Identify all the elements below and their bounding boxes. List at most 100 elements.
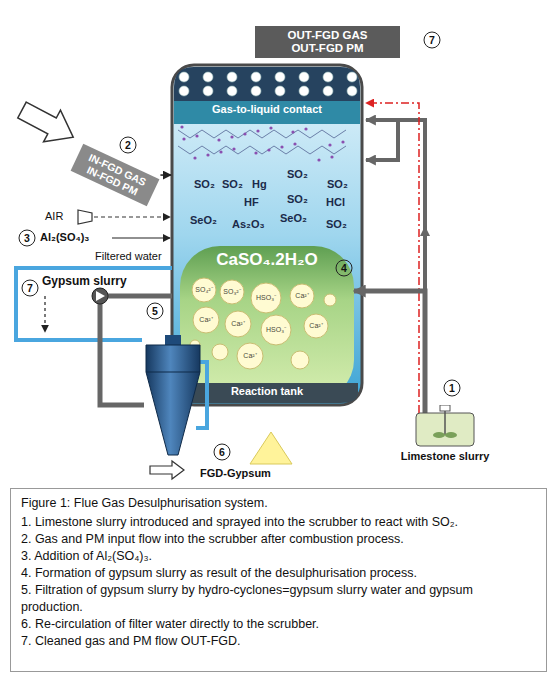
callout-number: 2 [120, 137, 137, 154]
mixer-blade [445, 432, 457, 438]
droplets [254, 151, 257, 154]
spray-nozzles [347, 72, 357, 82]
ion-bubbles [304, 314, 328, 338]
ion-label: HSO₃⁻ [266, 326, 286, 334]
reaction-liquid [176, 246, 358, 403]
text-label: Gypsum slurry [42, 275, 127, 289]
air-blower [78, 210, 92, 224]
spray-nozzles [299, 86, 309, 96]
droplets [180, 125, 344, 161]
hydrocyclone [146, 345, 200, 455]
mist-zone [178, 130, 346, 138]
droplets [182, 137, 185, 140]
droplets [219, 150, 222, 153]
ion-bubbles [324, 294, 336, 306]
slurry-pump [96, 291, 105, 301]
reaction-liquid [176, 383, 358, 403]
droplets [267, 148, 270, 151]
ion-label: Ca²⁺ [231, 320, 244, 328]
callout-number: 3 [19, 230, 36, 247]
flue-gas-inlet-arrow [14, 94, 82, 153]
node-text: OUT-FGD GAS OUT-FGD PM [280, 29, 375, 55]
droplets [217, 138, 220, 141]
ion-label: Ca²⁺ [199, 316, 212, 324]
chemical-label: HF [244, 196, 259, 209]
mist-zone [178, 146, 346, 154]
air-blower [94, 216, 170, 217]
figure-caption: Figure 1: Flue Gas Desulphurisation syst… [21, 495, 536, 512]
chemical-label: As₂O₃ [232, 218, 265, 231]
caption-item: 1. Limestone slurry introduced and spray… [21, 514, 536, 531]
text-label: Al₂(SO₄)₃ [40, 231, 89, 244]
ion-label: Ca²⁺ [295, 292, 308, 300]
caption-item: 4. Formation of gypsum slurry as result … [21, 565, 536, 582]
hydrocyclone [146, 372, 200, 373]
droplets [180, 125, 183, 128]
spray-nozzles [251, 72, 261, 82]
gypsum-output-arrow [150, 461, 184, 479]
outlet-duct: OUT-FGD GAS OUT-FGD PM [255, 26, 400, 58]
ion-bubbles [192, 278, 216, 302]
droplets [230, 135, 233, 138]
flue-gas-inlet: IN-FGD GAS IN-FGD PM [71, 144, 160, 207]
spray-nozzles [179, 86, 189, 96]
scrubber-vessel [174, 67, 360, 101]
limestone-tank: Limestone slurry [390, 405, 500, 463]
caption-box: Figure 1: Flue Gas Desulphurisation syst… [10, 488, 547, 672]
ion-bubbles [212, 344, 228, 360]
ion-label: Ca²⁺ [243, 352, 256, 360]
chemical-label: SO₂ [327, 178, 348, 191]
ion-bubbles [193, 307, 219, 333]
flow-connector [160, 174, 171, 176]
spray-nozzles [323, 86, 333, 96]
chemical-label: SO₂ [194, 178, 215, 191]
droplets [243, 132, 246, 135]
droplets [193, 156, 196, 159]
slurry-pipe [100, 304, 144, 405]
ion-label: Ca²⁺ [309, 322, 322, 330]
callout-number: 4 [336, 260, 353, 277]
caption-item: 6. Re-circulation of filter water direct… [21, 616, 536, 633]
ion-label: SO₄²⁻ [195, 286, 212, 294]
limestone-feed [366, 120, 398, 160]
droplets [293, 142, 296, 145]
flow-connector [354, 291, 425, 413]
droplets [256, 129, 259, 132]
spray-nozzles [179, 72, 189, 82]
chemical-label: SeO₂ [280, 212, 307, 225]
callout-number: 6 [214, 444, 231, 461]
spray-nozzles [227, 72, 237, 82]
limestone-feed [366, 103, 430, 413]
text-label: Filtered water [95, 250, 162, 263]
node-text: IN-FGD GAS IN-FGD PM [78, 149, 152, 200]
callout-number: 1 [444, 380, 461, 397]
text-label: FGD-Gypsum [200, 467, 271, 480]
air-blower [78, 210, 170, 224]
droplets [232, 147, 235, 150]
droplets [328, 143, 331, 146]
gypsum-pile [250, 432, 292, 464]
droplets [206, 153, 209, 156]
callout-number: 7 [424, 32, 441, 49]
spray-nozzles [275, 72, 285, 82]
reaction-tank: CaSO₄.2H₂OReaction tank [180, 246, 354, 400]
flow-direction [44, 296, 45, 332]
droplets [304, 127, 307, 130]
droplets [291, 130, 294, 133]
slurry-pump [92, 288, 108, 304]
limestone-feed [366, 103, 419, 413]
chemical-label: Hg [252, 178, 267, 191]
ion-label: SO₃²⁻ [223, 288, 240, 296]
ion-bubbles [190, 278, 336, 369]
scrubber-vessel: Gas-to-liquid contactCaSO₄.2H₂OReaction … [172, 65, 362, 405]
droplets [317, 158, 320, 161]
spray-nozzles [227, 86, 237, 96]
mixer-shaft [444, 411, 446, 435]
chemical-label: SO₂ [287, 168, 308, 181]
droplets [269, 126, 272, 129]
chemical-label: SO₂ [222, 178, 243, 191]
slurry-tank-icon [415, 405, 475, 447]
chemical-label: SO₂ [326, 218, 347, 231]
ion-bubbles [225, 311, 251, 337]
mist-zone [178, 130, 346, 154]
